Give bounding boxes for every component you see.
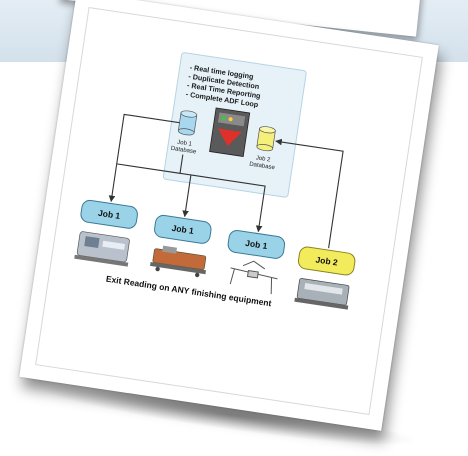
card-inner-border: - Real time logging - Duplicate Detectio…: [35, 7, 423, 415]
connector-lines: [108, 113, 344, 249]
finishing-machine-3-image: [229, 260, 278, 295]
workflow-diagram: - Real time logging - Duplicate Detectio…: [74, 52, 356, 310]
job-box-4: Job 2: [297, 246, 356, 276]
photo-card: - Real time logging - Duplicate Detectio…: [19, 0, 439, 431]
finishing-machine-4-image: [294, 278, 350, 310]
finishing-machine-2-image: [150, 245, 207, 278]
diagram-caption: Exit Reading on ANY finishing equipment: [105, 274, 272, 309]
job-box-2: Job 1: [154, 214, 212, 244]
reader-device-icon: [209, 107, 251, 157]
job1-database-icon: [177, 110, 198, 136]
job-label: Job 1: [171, 223, 195, 236]
job2-database-icon: [256, 126, 276, 152]
job2-database-label: Database: [249, 162, 276, 172]
job1-database-label: Database: [170, 146, 197, 156]
job1-database-label: Job 1: [177, 140, 193, 148]
job-box-3: Job 1: [227, 229, 286, 259]
job2-database-label: Job 2: [255, 155, 271, 163]
job-label: Job 1: [245, 238, 269, 251]
job-box-1: Job 1: [80, 199, 138, 229]
job-label: Job 1: [97, 208, 121, 221]
job-label: Job 2: [315, 254, 339, 267]
finishing-machine-1-image: [74, 231, 130, 267]
